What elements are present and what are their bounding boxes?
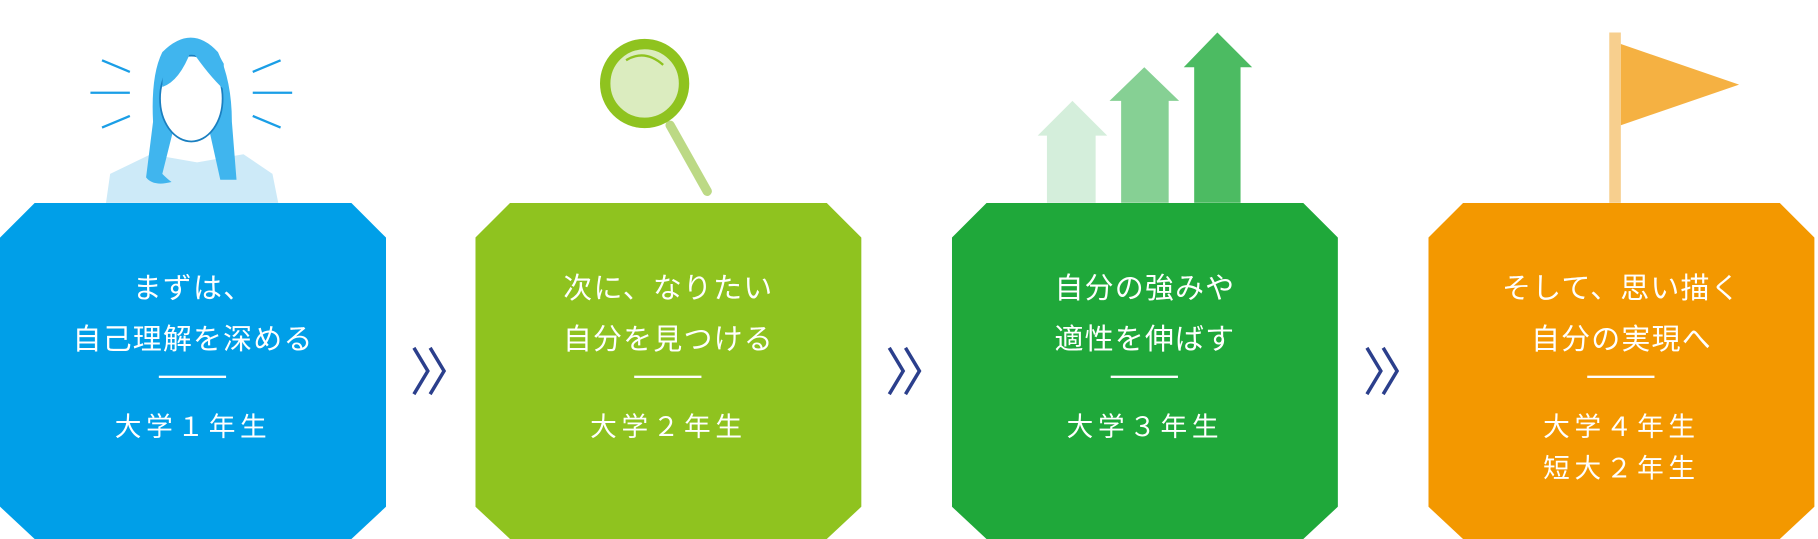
- step-3-card: 自分の強みや適性を伸ばす 大学３年生: [951, 202, 1338, 539]
- double-chevron-right-icon: [412, 346, 447, 396]
- step-title-line: 適性を伸ばす: [1054, 322, 1236, 356]
- step-year: 大学１年生: [114, 412, 272, 443]
- divider: [1587, 375, 1655, 378]
- step-year: 短大２年生: [1543, 454, 1700, 485]
- double-chevron-right-icon: [887, 346, 922, 396]
- step-title-line: 自己理解を深める: [72, 322, 314, 356]
- step-title-line: 次に、なりたい: [563, 271, 774, 305]
- flag-icon: [1609, 32, 1740, 203]
- step-2-card: 次に、なりたい自分を見つける 大学２年生: [475, 202, 862, 539]
- woman-icon: [90, 37, 293, 203]
- step-title-line: まずは、: [132, 271, 254, 305]
- step-year: 大学３年生: [1066, 412, 1224, 443]
- step-title-line: 自分の実現へ: [1530, 322, 1712, 356]
- step-year: 大学２年生: [590, 412, 747, 443]
- step-title-line: 自分の強みや: [1054, 271, 1236, 305]
- magnifier-icon: [599, 38, 712, 196]
- divider: [1110, 375, 1178, 378]
- step-4-card: そして、思い描く自分の実現へ 大学４年生短大２年生: [1428, 202, 1815, 539]
- divider: [634, 375, 702, 378]
- divider: [158, 375, 227, 378]
- growth-arrows-icon: [1037, 32, 1253, 203]
- step-title-line: 自分を見つける: [562, 322, 774, 356]
- double-chevron-right-icon: [1365, 346, 1400, 396]
- step-title-line: そして、思い描く: [1501, 271, 1741, 305]
- step-year: 大学４年生: [1543, 412, 1700, 443]
- step-1-card: まずは、自己理解を深める 大学１年生: [0, 202, 387, 539]
